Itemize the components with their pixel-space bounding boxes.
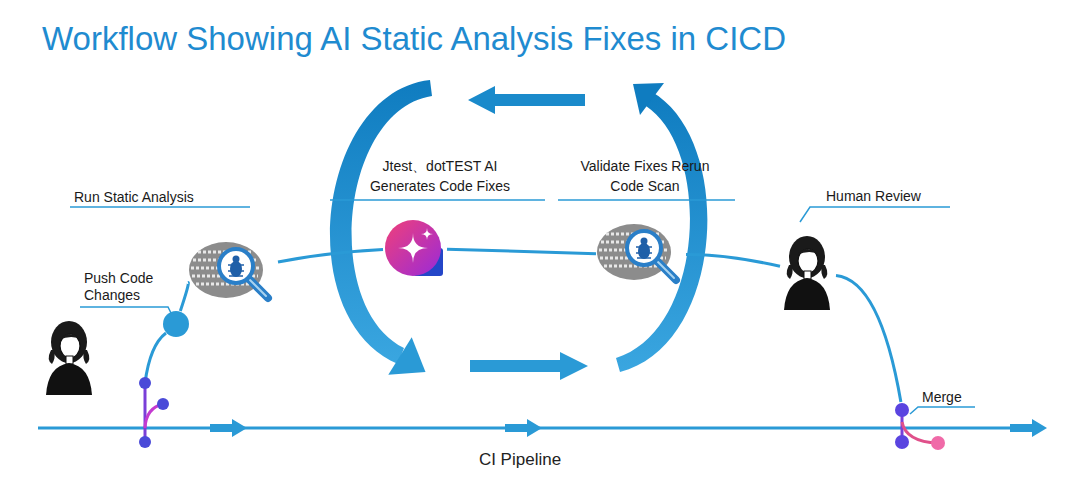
human-review-step: Human Review xyxy=(780,235,836,310)
branch-icon xyxy=(139,333,169,448)
merge-step: Merge xyxy=(880,402,930,450)
ai-icon xyxy=(385,220,443,276)
scan-icon xyxy=(597,224,676,280)
reviewer-figure xyxy=(784,236,830,310)
pipeline-label: CI Pipeline xyxy=(460,450,580,470)
merge-icon xyxy=(895,403,945,450)
flow-line xyxy=(686,254,780,266)
static-analysis-step: Run Static Analysis xyxy=(188,238,278,303)
callout-leaders xyxy=(70,200,975,414)
flow-line xyxy=(278,250,383,262)
scan-icon xyxy=(189,242,268,298)
ai-fix-step: Jtest、dotTEST AI Generates Code Fixes xyxy=(383,218,447,278)
step-label: Merge xyxy=(922,389,982,406)
ci-pipeline-line xyxy=(38,419,1047,437)
step-label: Human Review xyxy=(826,188,946,205)
flow-line xyxy=(447,249,596,254)
developer-figure xyxy=(46,321,92,395)
flow-line xyxy=(180,283,188,311)
step-label: Push Code Changes xyxy=(84,270,166,304)
push-step-dot: Push Code Changes xyxy=(163,311,189,337)
step-label: Jtest、dotTEST AI Generates Code Fixes xyxy=(360,156,520,196)
feedback-loop xyxy=(330,80,707,380)
flow-line xyxy=(836,275,901,402)
step-label: Run Static Analysis xyxy=(74,189,254,206)
step-label: Validate Fixes Rerun Code Scan xyxy=(580,156,710,196)
validate-step: Validate Fixes Rerun Code Scan xyxy=(596,220,686,290)
diagram-title: Workflow Showing AI Static Analysis Fixe… xyxy=(42,20,786,58)
